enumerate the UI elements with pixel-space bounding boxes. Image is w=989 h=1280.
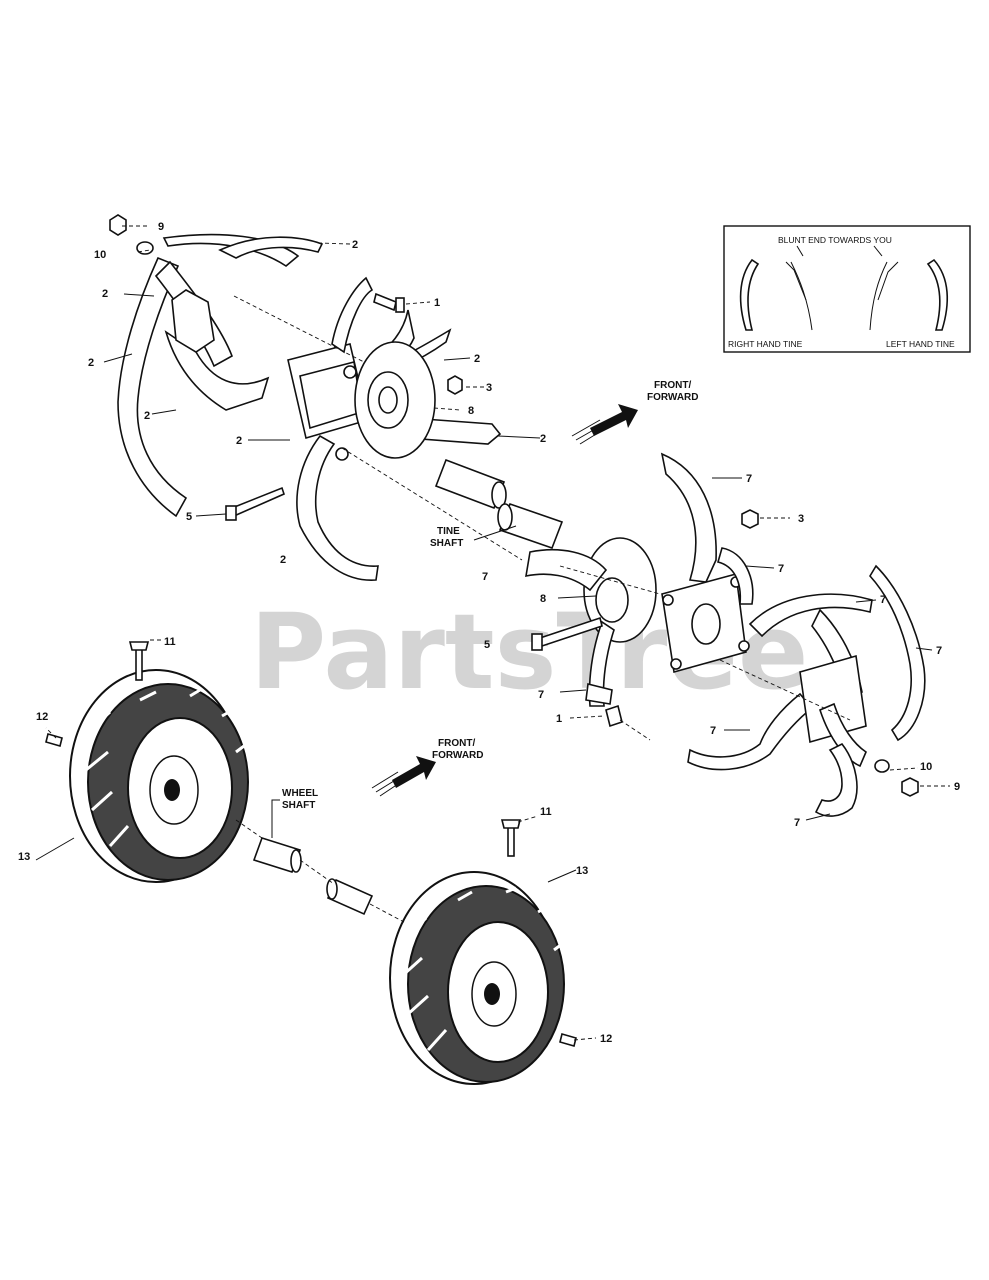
callout-7: 7	[794, 817, 800, 829]
callout-13: 13	[576, 865, 588, 877]
callout-1: 1	[556, 713, 562, 725]
inset-title: BLUNT END TOWARDS YOU	[778, 235, 892, 245]
left-tine-assembly	[109, 214, 502, 581]
front-forward-upper-line2: FORWARD	[647, 392, 698, 403]
callout-12: 12	[600, 1033, 612, 1045]
callout-7: 7	[778, 563, 784, 575]
callout-8: 8	[468, 405, 474, 417]
callout-10: 10	[94, 249, 106, 261]
callout-10: 10	[920, 761, 932, 773]
left-wheel	[45, 641, 249, 883]
front-forward-upper-line1: FRONT/	[654, 380, 691, 391]
callout-2: 2	[236, 435, 242, 447]
callout-5: 5	[186, 511, 192, 523]
front-forward-lower-line1: FRONT/	[438, 738, 475, 749]
callout-7: 7	[880, 594, 886, 606]
callout-2: 2	[540, 433, 546, 445]
callout-11: 11	[540, 806, 552, 818]
callout-13: 13	[18, 851, 30, 863]
callout-11: 11	[164, 636, 176, 648]
tine-shaft	[434, 458, 564, 550]
inset-right-caption: RIGHT HAND TINE	[728, 339, 803, 349]
callout-7: 7	[710, 725, 716, 737]
wheel-shaft-label-line2: SHAFT	[282, 800, 315, 811]
callout-3: 3	[798, 513, 804, 525]
callout-7: 7	[482, 571, 488, 583]
callout-2: 2	[88, 357, 94, 369]
callout-8: 8	[540, 593, 546, 605]
callout-9: 9	[158, 221, 164, 233]
leader-lines	[35, 225, 950, 1041]
right-wheel	[389, 819, 577, 1085]
right-tine-assembly	[525, 452, 926, 817]
callout-2: 2	[352, 239, 358, 251]
callout-2: 2	[144, 410, 150, 422]
tine-orientation-inset: BLUNT END TOWARDS YOU RIGHT HAND TINE LE…	[723, 225, 971, 353]
callout-5: 5	[484, 639, 490, 651]
callout-7: 7	[746, 473, 752, 485]
callout-7: 7	[936, 645, 942, 657]
callout-3: 3	[486, 382, 492, 394]
callout-2: 2	[474, 353, 480, 365]
callout-numbers: 9 10 2 2 2 2 2 2 2 2 1 3 8 5 7 3 7 7 7 8…	[18, 221, 960, 1045]
callout-2: 2	[280, 554, 286, 566]
tine-shaft-label-line1: TINE	[437, 526, 460, 537]
front-forward-arrow-upper: FRONT/ FORWARD	[571, 380, 698, 445]
callout-1: 1	[434, 297, 440, 309]
inset-left-caption: LEFT HAND TINE	[886, 339, 955, 349]
wheel-shaft-caption: WHEEL SHAFT	[271, 788, 318, 838]
tine-shaft-caption: TINE SHAFT	[430, 525, 517, 549]
callout-2: 2	[102, 288, 108, 300]
front-forward-lower-line2: FORWARD	[432, 750, 483, 761]
callout-7: 7	[538, 689, 544, 701]
wheel-shaft-label-line1: WHEEL	[282, 788, 318, 799]
callout-9: 9	[954, 781, 960, 793]
tine-shaft-label-line2: SHAFT	[430, 538, 463, 549]
wheel-shaft	[252, 837, 374, 916]
front-forward-arrow-lower: FRONT/ FORWARD	[371, 738, 483, 797]
callout-12: 12	[36, 711, 48, 723]
